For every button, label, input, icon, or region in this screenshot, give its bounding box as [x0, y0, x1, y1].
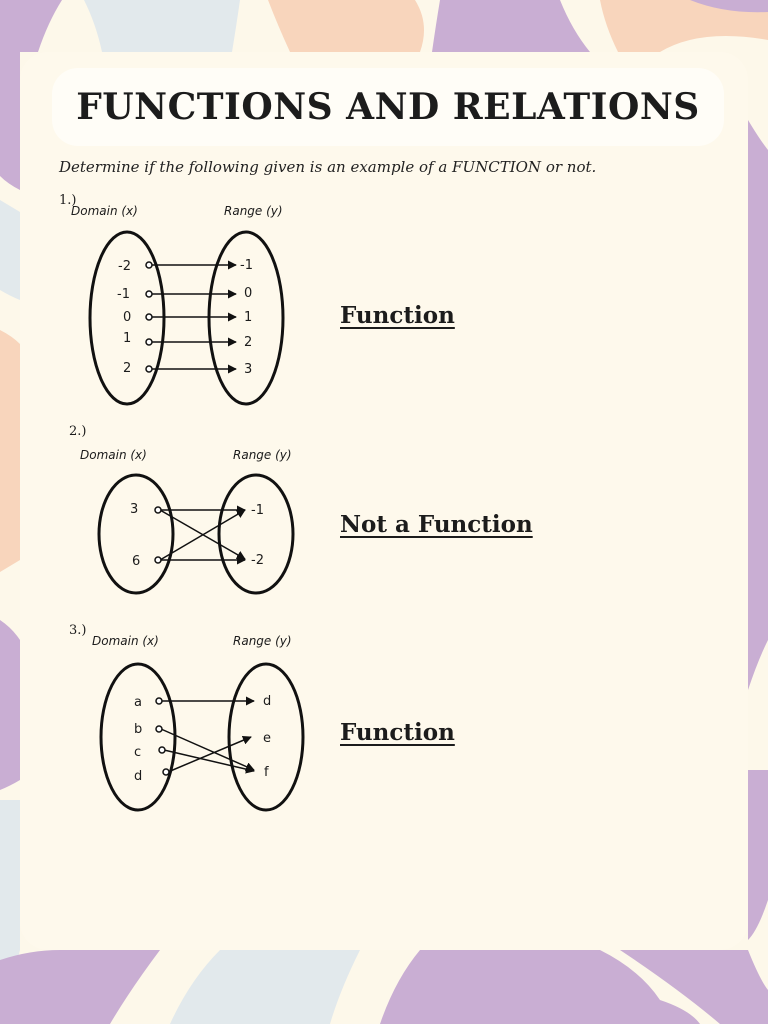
problem-number-2: 2.)	[69, 424, 86, 439]
problem-number-3: 3.)	[69, 623, 86, 638]
mapping-diagram-3: 3.) Domain (x) Range (y) a b c d d e f	[69, 623, 305, 812]
range-label-1: Range (y)	[224, 204, 283, 218]
title-banner: FUNCTIONS AND RELATIONS	[52, 68, 724, 146]
domain-value: -2	[118, 259, 131, 274]
domain-label-2: Domain (x)	[80, 448, 147, 462]
range-label-2: Range (y)	[233, 448, 292, 462]
range-value: 3	[244, 362, 252, 377]
mapping-point	[145, 290, 153, 298]
domain-oval-3	[99, 662, 177, 812]
domain-value: 2	[123, 361, 131, 376]
instructions-text: Determine if the following given is an e…	[59, 158, 597, 176]
mapping-point	[158, 746, 166, 754]
mapping-point	[145, 338, 153, 346]
domain-value: 6	[132, 554, 140, 569]
mapping-arrow	[160, 728, 255, 771]
domain-oval-1	[88, 230, 166, 406]
mapping-point	[145, 313, 153, 321]
domain-value: c	[134, 745, 141, 760]
range-value: 2	[244, 335, 252, 350]
answer-3: Function	[340, 719, 455, 746]
mapping-point	[155, 725, 163, 733]
domain-value: 1	[123, 331, 131, 346]
mapping-point	[154, 506, 162, 514]
range-value: 1	[244, 310, 252, 325]
range-label-3: Range (y)	[233, 634, 292, 648]
range-value: f	[264, 765, 269, 780]
mapping-point	[154, 556, 162, 564]
mapping-point	[145, 365, 153, 373]
mapping-point	[145, 261, 153, 269]
domain-label-1: Domain (x)	[71, 204, 138, 218]
mapping-arrow	[163, 749, 255, 774]
domain-value: b	[134, 722, 142, 737]
mapping-point	[155, 697, 163, 705]
range-oval-3	[227, 662, 305, 812]
mapping-diagram-2: 2.) Domain (x) Range (y) 3 6 -1 -2	[69, 424, 295, 595]
domain-oval-2	[97, 473, 175, 595]
mapping-arrow	[159, 509, 246, 561]
domain-value: 3	[130, 502, 138, 517]
range-oval-2	[217, 473, 295, 595]
range-value: -1	[240, 258, 253, 273]
range-value: d	[263, 694, 271, 709]
range-value: -2	[251, 553, 264, 568]
mapping-arrow	[167, 736, 252, 773]
range-value: -1	[251, 503, 264, 518]
domain-value: -1	[117, 287, 130, 302]
range-oval-1	[207, 230, 285, 406]
mapping-point	[162, 768, 170, 776]
domain-label-3: Domain (x)	[92, 634, 159, 648]
answer-1: Function	[340, 302, 455, 329]
answer-2: Not a Function	[340, 511, 533, 538]
page-title: FUNCTIONS AND RELATIONS	[76, 86, 700, 128]
problem-number-1: 1.)	[59, 193, 76, 208]
domain-value: d	[134, 769, 142, 784]
worksheet-card	[20, 52, 748, 950]
mapping-diagram-1: 1.) Domain (x) Range (y) -2 -1 0 1 2 -1 …	[59, 193, 285, 406]
range-value: 0	[244, 286, 252, 301]
range-value: e	[263, 731, 271, 746]
domain-value: 0	[123, 310, 131, 325]
domain-value: a	[134, 695, 142, 710]
